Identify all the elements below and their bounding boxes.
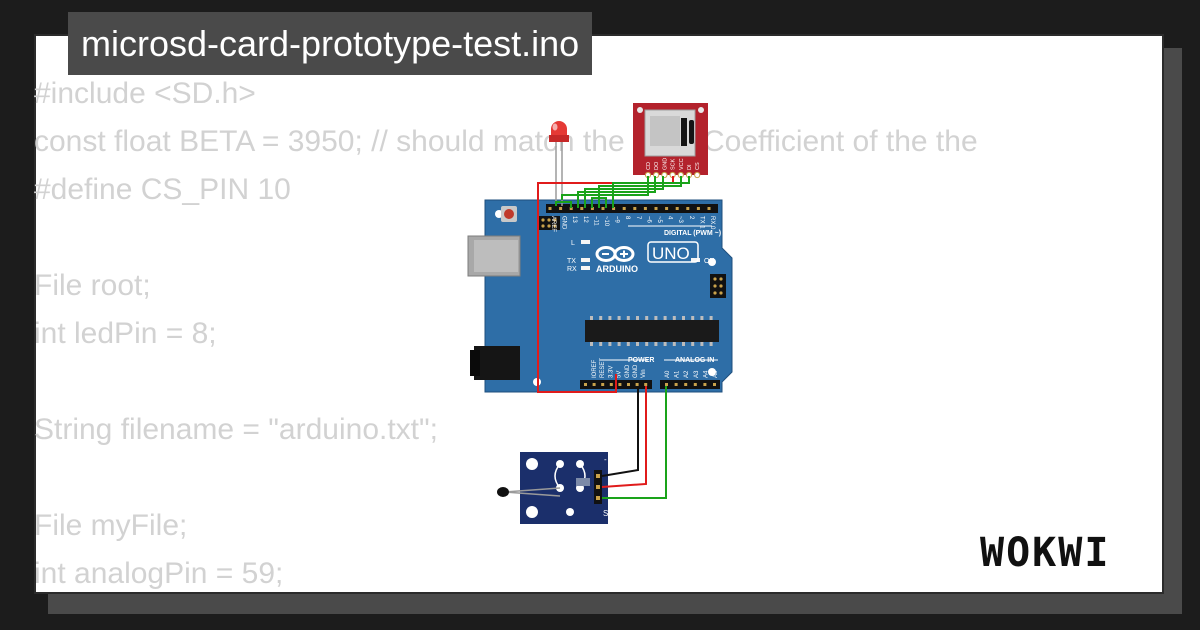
code-line [34,358,978,406]
code-line: String filename = "arduino.txt"; [34,413,439,446]
code-line: File root; [34,269,151,302]
wokwi-logo: WOKWI [980,530,1110,576]
project-filename-title: microsd-card-prototype-test.ino [68,12,593,75]
wokwi-logo-text: WOKWI [980,530,1110,576]
code-line [34,214,978,262]
code-line: #define CS_PIN 10 [34,173,291,206]
code-line: File myFile; [34,509,188,542]
code-line: #include <SD.h> [34,77,256,110]
code-line: int ledPin = 8; [34,317,217,350]
code-line: const float BETA = 3950; // should match… [34,125,978,158]
code-line: int analogPin = 59; [34,557,284,590]
code-preview: #include <SD.h> const float BETA = 3950; … [34,70,978,598]
code-line [34,454,978,502]
